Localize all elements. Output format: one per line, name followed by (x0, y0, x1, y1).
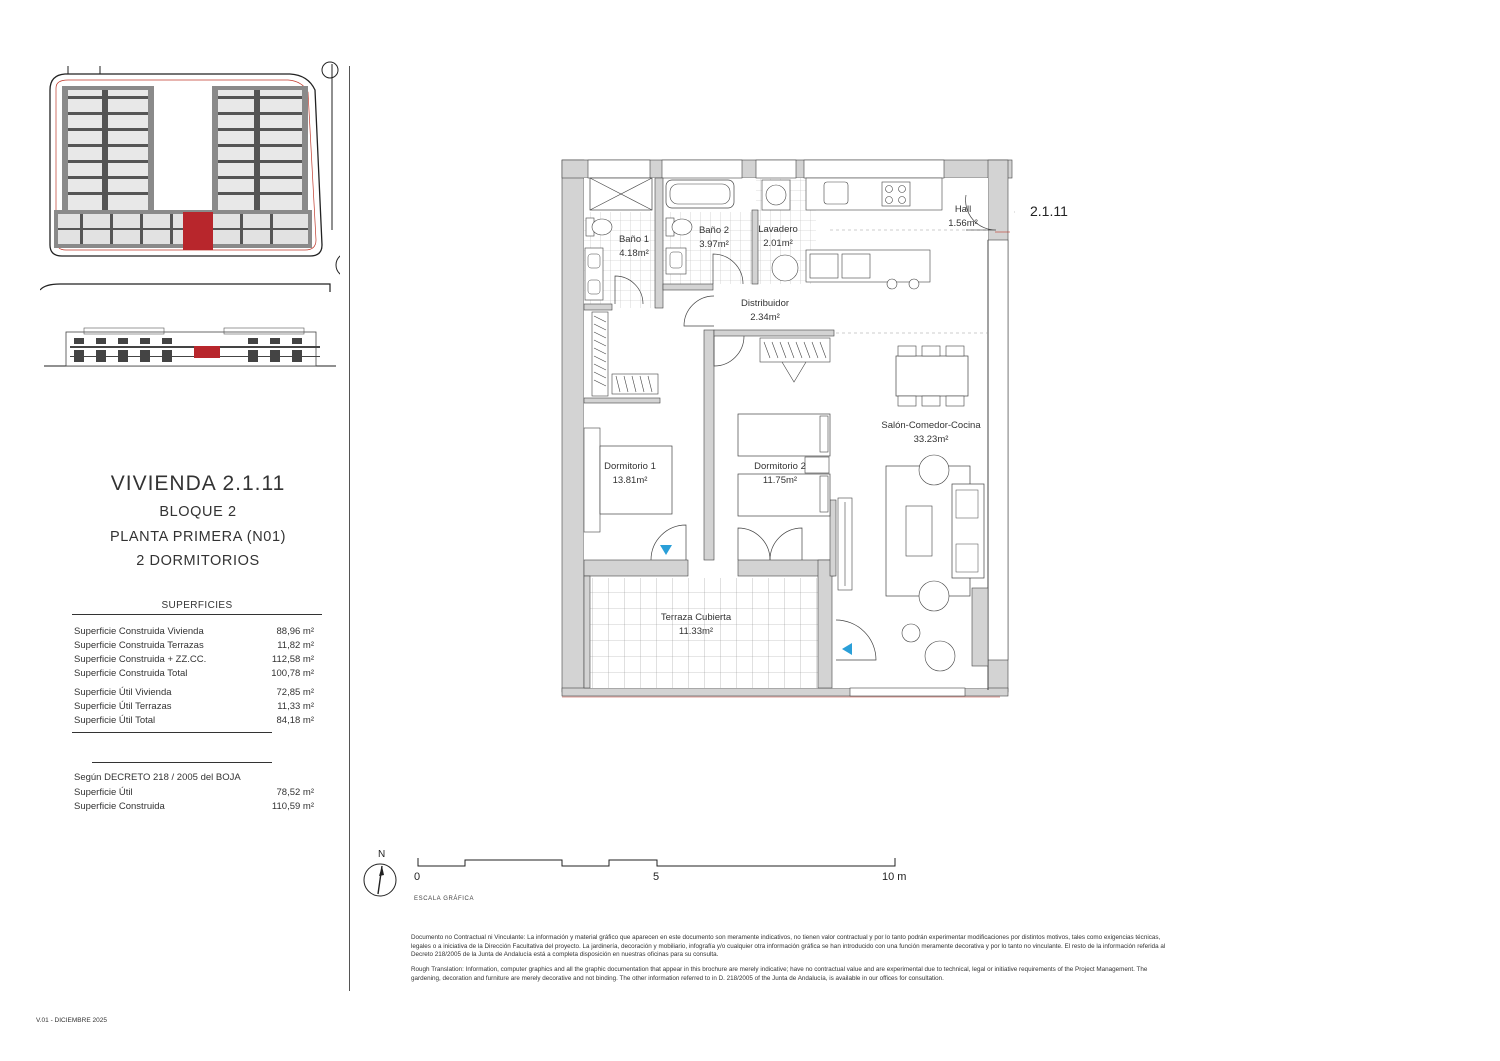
surface-label: Superficie Construida + ZZ.CC. (74, 654, 207, 665)
room-area: 11.75m² (763, 475, 797, 486)
version-label: V.01 - DICIEMBRE 2025 (36, 1017, 107, 1024)
surface-value: 72,85 m² (276, 687, 315, 698)
surface-row: Superficie Construida Total 100,78 m² (74, 668, 314, 679)
surface-row: Superficie Útil Total 84,18 m² (74, 715, 314, 726)
unit-tag: 2.1.11 (1030, 203, 1068, 219)
disclaimer-spanish: Documento no Contractual ni Vinculante: … (411, 934, 1166, 959)
room-area: 4.18m² (619, 248, 649, 259)
bedrooms-label: 2 DORMITORIOS (136, 553, 260, 569)
room-area: 13.81m² (613, 475, 648, 486)
room-name: Dormitorio 2 (754, 461, 806, 472)
site-plan (40, 61, 340, 292)
room-area: 2.34m² (750, 312, 780, 323)
scale-caption: ESCALA GRÁFICA (414, 896, 475, 902)
surface-row: Superficie Útil Vivienda 72,85 m² (74, 687, 314, 698)
surface-label: Superficie Útil Vivienda (74, 687, 172, 698)
surfaces-heading: SUPERFICIES (161, 600, 233, 611)
room-name: Baño 2 (699, 225, 729, 236)
surface-value: 11,82 m² (277, 640, 314, 651)
disclaimer-english: Rough Translation: Information, computer… (411, 966, 1148, 982)
room-area: 1.56m² (948, 218, 978, 229)
building-elevation (44, 327, 336, 367)
surfaces-rule-top (72, 614, 322, 615)
decree-value: 110,59 m² (271, 801, 314, 812)
surfaces-rule-decree (92, 762, 272, 763)
room-area: 33.23m² (914, 434, 949, 445)
surface-label: Superficie Construida Vivienda (74, 626, 204, 637)
scale-bar (417, 858, 896, 867)
surface-value: 100,78 m² (271, 668, 314, 679)
decree-heading: Según DECRETO 218 / 2005 del BOJA (74, 772, 314, 783)
decree-row: Superficie Construida 110,59 m² (74, 801, 314, 812)
decree-label: Superficie Construida (74, 801, 165, 812)
room-name: Terraza Cubierta (661, 612, 732, 623)
room-name: Distribuidor (741, 298, 789, 309)
room-name: Lavadero (758, 224, 798, 235)
north-label: N (378, 849, 386, 860)
decree-value: 78,52 m² (276, 787, 315, 798)
scale-zero: 0 (414, 871, 421, 883)
surface-label: Superficie Construida Total (74, 668, 188, 679)
unit-title: VIVIENDA 2.1.11 (110, 472, 286, 495)
decree-row: Superficie Útil 78,52 m² (74, 787, 314, 798)
room-area: 2.01m² (763, 238, 793, 249)
block-label: BLOQUE 2 (159, 504, 237, 520)
room-area: 11.33m² (679, 626, 713, 637)
scale-ten: 10 m (882, 871, 907, 883)
surface-value: 84,18 m² (276, 715, 315, 726)
surface-label: Superficie Construida Terrazas (74, 640, 204, 651)
surface-value: 11,33 m² (277, 701, 314, 712)
surface-value: 112,58 m² (271, 654, 314, 665)
decree-heading-text: Según DECRETO 218 / 2005 del BOJA (74, 772, 241, 783)
unit-pointer-icon (1014, 211, 1015, 213)
surface-row: Superficie Construida Vivienda 88,96 m² (74, 626, 314, 637)
room-area: 3.97m² (699, 239, 729, 250)
surface-value: 88,96 m² (276, 626, 315, 637)
surfaces-rule-mid (72, 732, 272, 733)
room-name: Salón-Comedor-Cocina (881, 420, 981, 431)
surface-row: Superficie Útil Terrazas 11,33 m² (74, 701, 314, 712)
room-name: Hall (955, 204, 971, 215)
floor-label: PLANTA PRIMERA (N01) (109, 529, 287, 545)
scale-five: 5 (653, 871, 660, 883)
room-name: Baño 1 (619, 234, 649, 245)
sidebar-divider (349, 66, 350, 991)
entry-marker-icon (842, 643, 852, 655)
north-arrow-icon (363, 863, 397, 897)
entry-marker-icon (660, 545, 672, 555)
floor-plan: Baño 1 4.18m² Baño 2 3.97m² Lavadero 2.0… (561, 159, 1015, 698)
decree-label: Superficie Útil (74, 787, 133, 798)
surface-row: Superficie Construida + ZZ.CC. 112,58 m² (74, 654, 314, 665)
surface-row: Superficie Construida Terrazas 11,82 m² (74, 640, 314, 651)
surface-label: Superficie Útil Terrazas (74, 701, 172, 712)
surface-label: Superficie Útil Total (74, 715, 156, 726)
room-name: Dormitorio 1 (604, 461, 656, 472)
